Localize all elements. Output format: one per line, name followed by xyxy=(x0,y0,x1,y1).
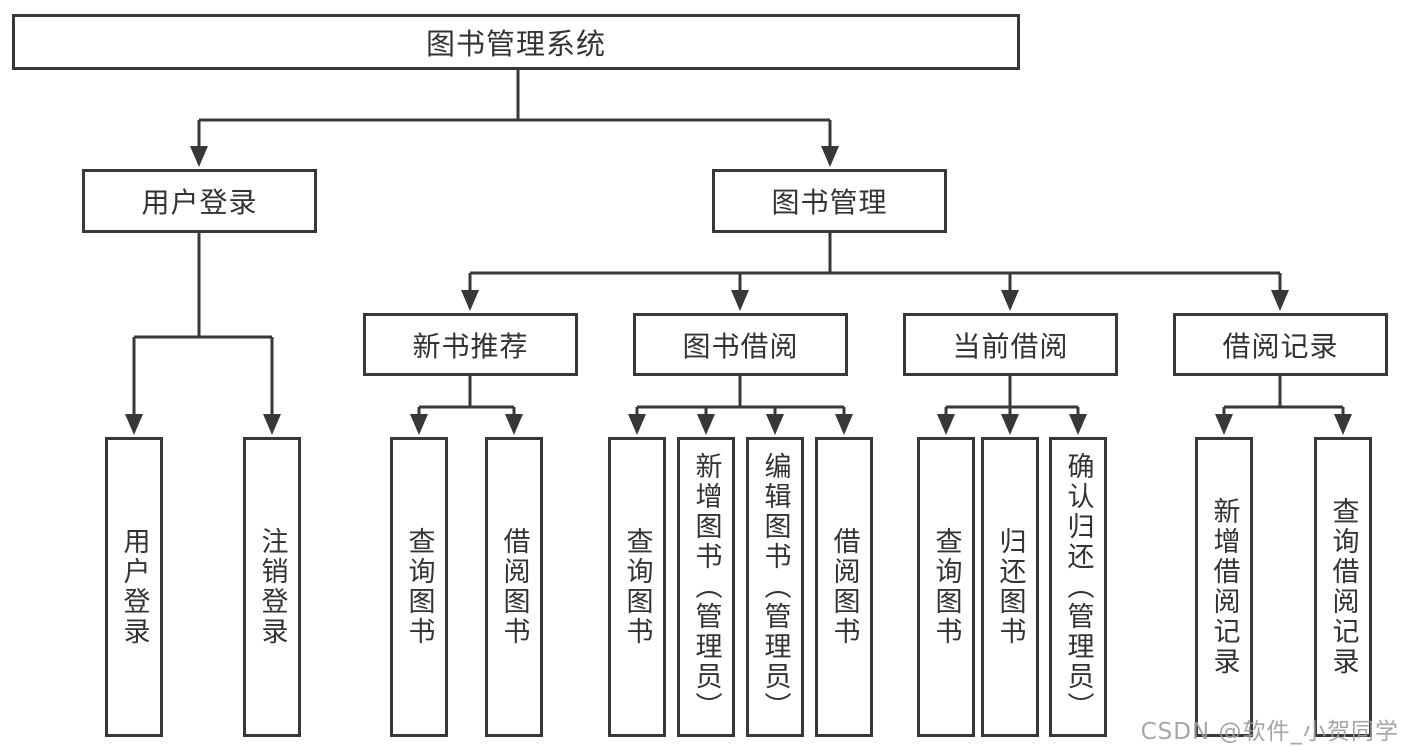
node-borrow-books-recommend: 借阅图书 xyxy=(485,437,543,737)
node-book-borrowing: 图书借阅 xyxy=(633,313,848,376)
node-return-book: 归还图书 xyxy=(981,437,1039,737)
node-confirm-return-admin: 确认归还（管理员） xyxy=(1049,437,1107,737)
node-add-book-admin: 新增图书（管理员） xyxy=(677,437,735,737)
node-add-borrow-record: 新增借阅记录 xyxy=(1195,437,1253,737)
node-new-book-recommend: 新书推荐 xyxy=(363,313,578,376)
node-query-books-borrowing: 查询图书 xyxy=(608,437,666,737)
connector-strokes xyxy=(132,70,1345,414)
node-book-management: 图书管理 xyxy=(712,169,947,233)
node-borrow-records: 借阅记录 xyxy=(1173,313,1388,376)
node-query-books-recommend: 查询图书 xyxy=(390,437,448,737)
node-user-login-leaf: 用户登录 xyxy=(105,437,163,737)
node-query-books-current: 查询图书 xyxy=(917,437,975,737)
watermark: CSDN @软件_小贺同学 xyxy=(1140,719,1399,745)
arrowheads xyxy=(125,146,1352,435)
node-borrow-books-leaf: 借阅图书 xyxy=(815,437,873,737)
node-current-borrowing: 当前借阅 xyxy=(903,313,1118,376)
node-edit-book-admin: 编辑图书（管理员） xyxy=(746,437,804,737)
node-user-login: 用户登录 xyxy=(82,169,317,233)
node-root: 图书管理系统 xyxy=(12,14,1020,70)
node-query-borrow-record: 查询借阅记录 xyxy=(1314,437,1372,737)
node-logout-leaf: 注销登录 xyxy=(243,437,301,737)
